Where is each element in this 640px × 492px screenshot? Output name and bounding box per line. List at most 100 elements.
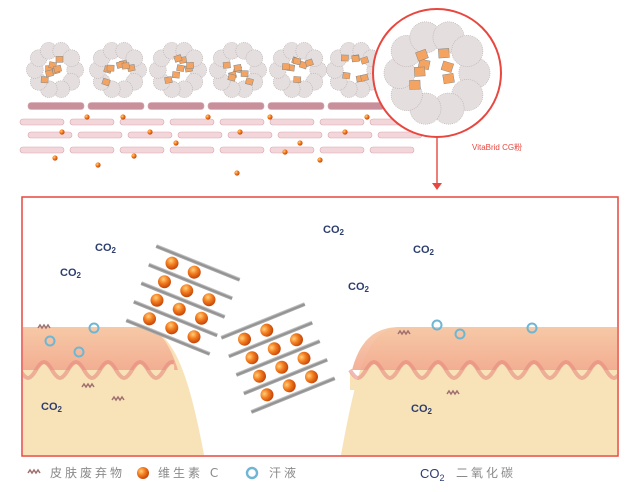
- vitamin-c-molecule: [275, 360, 289, 374]
- vitamin-c-crystal: [281, 63, 290, 71]
- skin-cell: [69, 118, 115, 126]
- vitamin-c-dot: [131, 153, 137, 159]
- vitamin-c-dot: [147, 129, 153, 135]
- sweat-icon: [44, 335, 56, 347]
- vitamin-c-molecule: [150, 293, 164, 307]
- vitamin-c-dot: [205, 114, 211, 120]
- skin-cell: [219, 146, 265, 154]
- skin-cell: [169, 146, 215, 154]
- vitamin-c-molecule: [238, 332, 252, 346]
- papillae-left: [23, 359, 175, 381]
- vitamin-c-crystal: [342, 71, 351, 80]
- vitamin-c-dot: [84, 114, 90, 120]
- vitamin-c-dot: [282, 149, 288, 155]
- vitabrid-layered-structure: [220, 302, 336, 414]
- porous-silica-sphere: [451, 35, 484, 67]
- silica-layer: [140, 281, 226, 319]
- skin-cell: [147, 102, 205, 110]
- vitamin-c-molecule: [143, 312, 157, 326]
- skin-cell: [119, 146, 165, 154]
- vitamin-c-molecule: [187, 330, 201, 344]
- vitamin-c-crystal: [245, 77, 254, 86]
- vitamin-c-crystal: [341, 54, 349, 62]
- legend-sweat-label: 汗液: [269, 465, 299, 480]
- epidermis-right: [352, 327, 617, 370]
- porous-silica-sphere: [62, 49, 81, 67]
- porous-silica-sphere: [245, 49, 264, 67]
- vitamin-c-molecule: [165, 321, 179, 335]
- silica-layer: [133, 299, 218, 338]
- vitamin-c-molecule: [252, 369, 266, 383]
- vitabrid-label: VitaBrid CG粉: [472, 142, 522, 152]
- skin-cell: [267, 102, 325, 110]
- sweat-icon: [454, 328, 466, 340]
- sweat-icon: [88, 322, 100, 334]
- co2-label: CO2: [41, 401, 63, 414]
- vitamin-c-dot: [237, 129, 243, 135]
- skin-cell: [119, 118, 165, 126]
- skin-cell: [69, 146, 115, 154]
- vitamin-c-molecule: [180, 284, 194, 298]
- skin-waste-icon: [111, 395, 125, 402]
- vitamin-c-crystal: [351, 55, 360, 63]
- vitabrid-particle: [149, 42, 207, 98]
- vitamin-c-molecule: [297, 351, 311, 365]
- arrow-down-icon: [432, 183, 442, 190]
- co2-subscript: 2: [365, 285, 370, 294]
- porous-silica-sphere: [125, 49, 144, 67]
- co2-subscript: 2: [340, 228, 345, 237]
- vitamin-c-crystal: [304, 58, 314, 68]
- vitamin-c-crystal: [40, 76, 49, 84]
- vitamin-c-crystal: [413, 66, 426, 77]
- co2-subscript: 2: [428, 407, 433, 416]
- vitamin-c-dot: [317, 157, 323, 163]
- vitamin-c-crystal: [415, 48, 429, 62]
- skin-cell: [327, 102, 385, 110]
- sweat-icon: [526, 322, 538, 334]
- vitamin-c-dot: [173, 140, 179, 146]
- legend-co2-symbol: CO2: [420, 466, 445, 483]
- vitabrid-particle: [26, 42, 84, 98]
- vitamin-c-crystal: [106, 64, 115, 72]
- skin-cell: [227, 131, 273, 139]
- vitamin-c-dot: [234, 170, 240, 176]
- vitamin-c-crystal: [440, 60, 455, 73]
- skin-cell: [77, 131, 123, 139]
- dermis-right: [350, 364, 617, 390]
- vitamin-c-molecule: [260, 388, 274, 402]
- sweat-icon: [245, 466, 259, 480]
- vitamin-c-molecule: [267, 342, 281, 356]
- silica-layer: [125, 318, 211, 356]
- silica-layer: [155, 244, 241, 282]
- vitamin-c-dot: [297, 140, 303, 146]
- vitamin-c-molecule: [290, 333, 304, 347]
- vitamin-c-crystal: [173, 54, 183, 63]
- silica-layer: [235, 339, 321, 377]
- skin-cell: [177, 131, 223, 139]
- skin-waste-icon: [446, 389, 460, 396]
- vitamin-c-crystal: [240, 70, 249, 78]
- skin-cell: [269, 146, 315, 154]
- vitamin-c-crystal: [360, 73, 369, 82]
- co2-subscript: 2: [430, 248, 435, 257]
- skin-cell: [219, 118, 265, 126]
- vitamin-c-crystal: [101, 77, 111, 87]
- vitamin-c-crystal: [164, 76, 173, 84]
- sweat-icon: [431, 319, 443, 331]
- co2-label: CO2: [95, 242, 117, 255]
- vitamin-c-dot: [120, 114, 126, 120]
- dermis-left: [23, 364, 175, 390]
- vitamin-c-molecule: [165, 256, 179, 270]
- legend-waste-label: 皮肤废弃物: [50, 465, 125, 480]
- skin-cell: [277, 131, 323, 139]
- vitamin-c-molecule: [282, 379, 296, 393]
- vitabrid-particle: [269, 42, 327, 98]
- vitamin-c-dot: [342, 129, 348, 135]
- co2-label: CO2: [348, 281, 370, 294]
- co2-subscript: 2: [77, 271, 82, 280]
- skin-waste-icon: [397, 329, 411, 336]
- vitamin-c-dot: [364, 114, 370, 120]
- vitamin-c-crystal: [45, 69, 54, 78]
- skin-cell: [19, 118, 65, 126]
